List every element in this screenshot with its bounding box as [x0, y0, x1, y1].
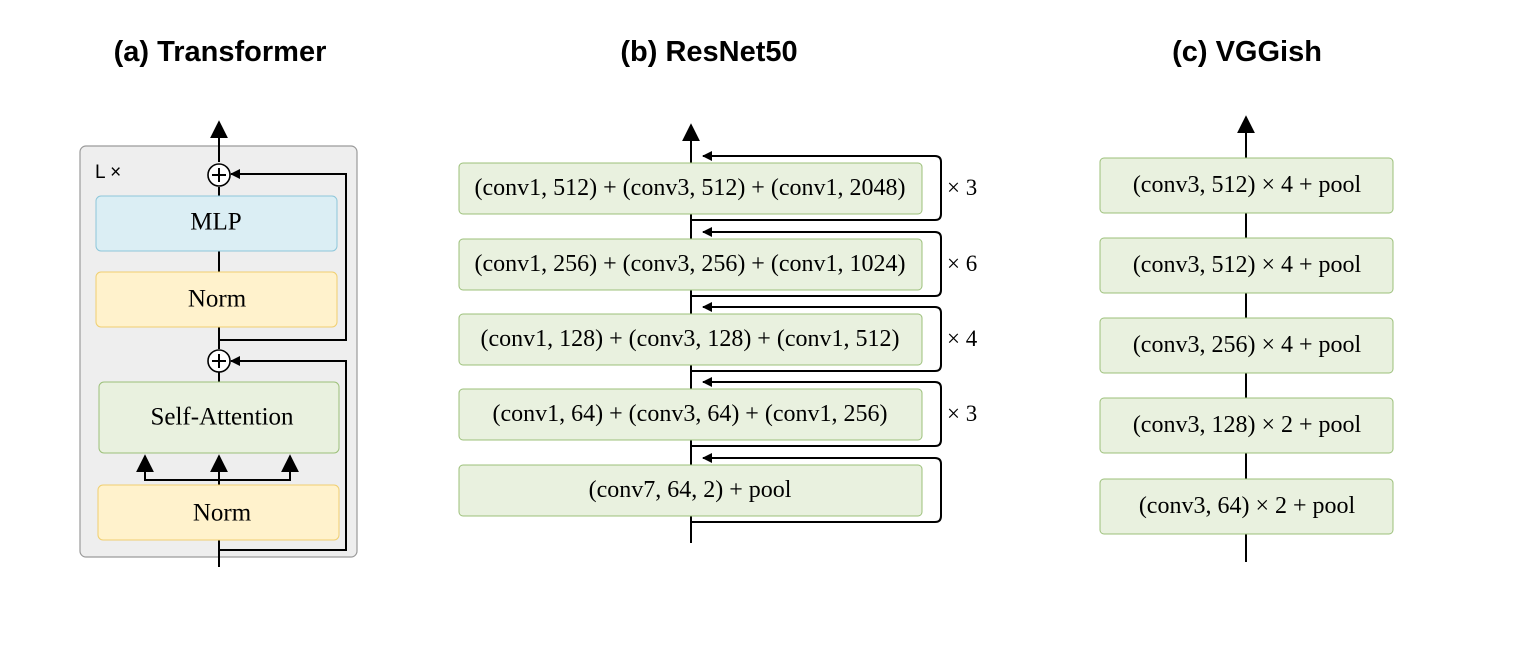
vggish-block-box [1099, 478, 1394, 535]
resnet-repeat-label: × 3 [947, 175, 977, 200]
mlp-label: MLP [190, 209, 241, 236]
residual-mlp-arrow [219, 169, 347, 341]
resnet-block-box [458, 464, 923, 517]
attn-value-arrow [219, 454, 299, 481]
self-attention-block [98, 381, 340, 454]
resnet-block-label: (conv1, 64) + (conv3, 64) + (conv1, 256) [493, 401, 888, 427]
transformer-repeat-label: L × [95, 162, 121, 183]
resnet-block: (conv1, 64) + (conv3, 64) + (conv1, 256)… [458, 377, 977, 447]
vggish-block-box [1099, 237, 1394, 294]
vggish-block-box [1099, 157, 1394, 214]
vggish-block-box [1099, 397, 1394, 454]
self-attention-label: Self-Attention [150, 404, 294, 431]
resnet-skip-arrow [691, 453, 942, 523]
vggish-block: (conv3, 512) × 4 + pool [1099, 157, 1394, 214]
norm-bottom-block [97, 484, 340, 541]
resnet-block-box [458, 238, 923, 291]
vggish-block-label: (conv3, 128) × 2 + pool [1133, 412, 1362, 438]
norm-top-label: Norm [188, 286, 247, 313]
resnet-blocks: (conv1, 512) + (conv3, 512) + (conv1, 20… [458, 151, 978, 523]
transformer-panel: L × Norm Self-Attention Norm MLP [79, 120, 358, 567]
norm-bottom-label: Norm [193, 500, 252, 527]
vggish-block: (conv3, 512) × 4 + pool [1099, 237, 1394, 294]
vggish-block-label: (conv3, 512) × 4 + pool [1133, 172, 1362, 198]
resnet-block-box [458, 388, 923, 441]
vggish-block: (conv3, 128) × 2 + pool [1099, 397, 1394, 454]
vggish-blocks: (conv3, 512) × 4 + pool (conv3, 512) × 4 … [1099, 157, 1394, 535]
residual-attn-arrow [219, 356, 347, 551]
resnet-block: (conv7, 64, 2) + pool [458, 453, 942, 523]
resnet-skip-arrow [691, 377, 942, 447]
add-node-mlp [207, 163, 231, 187]
resnet-block-box [458, 313, 923, 366]
resnet-block-label: (conv1, 512) + (conv3, 512) + (conv1, 20… [475, 175, 906, 201]
vggish-block-label: (conv3, 256) × 4 + pool [1133, 332, 1362, 358]
title-transformer: (a) Transformer [114, 36, 327, 68]
resnet-skip-arrow [691, 302, 942, 372]
resnet-block-label: (conv7, 64, 2) + pool [589, 477, 792, 503]
resnet-repeat-label: × 4 [947, 326, 978, 351]
add-node-attn [207, 349, 231, 373]
vggish-panel: (conv3, 512) × 4 + pool (conv3, 512) × 4 … [1099, 115, 1394, 562]
resnet-repeat-label: × 6 [947, 251, 977, 276]
resnet-skip-arrow [691, 227, 942, 297]
title-resnet50: (b) ResNet50 [620, 36, 797, 68]
vggish-block-label: (conv3, 64) × 2 + pool [1139, 493, 1356, 519]
resnet-block-label: (conv1, 256) + (conv3, 256) + (conv1, 10… [475, 251, 906, 277]
resnet-panel: (conv1, 512) + (conv3, 512) + (conv1, 20… [458, 123, 978, 543]
resnet-block-box [458, 162, 923, 215]
vggish-block-box [1099, 317, 1394, 374]
norm-top-block [95, 271, 338, 328]
attn-query-arrow [136, 454, 219, 481]
title-vggish: (c) VGGish [1172, 36, 1322, 68]
vggish-block: (conv3, 64) × 2 + pool [1099, 478, 1394, 535]
resnet-block: (conv1, 512) + (conv3, 512) + (conv1, 20… [458, 151, 977, 221]
resnet-block: (conv1, 256) + (conv3, 256) + (conv1, 10… [458, 227, 977, 297]
resnet-skip-arrow [691, 151, 942, 221]
vggish-block: (conv3, 256) × 4 + pool [1099, 317, 1394, 374]
resnet-repeat-label: × 3 [947, 401, 977, 426]
resnet-block-label: (conv1, 128) + (conv3, 128) + (conv1, 51… [481, 326, 900, 352]
vggish-block-label: (conv3, 512) × 4 + pool [1133, 252, 1362, 278]
resnet-block: (conv1, 128) + (conv3, 128) + (conv1, 51… [458, 302, 978, 372]
mlp-block [95, 195, 338, 252]
